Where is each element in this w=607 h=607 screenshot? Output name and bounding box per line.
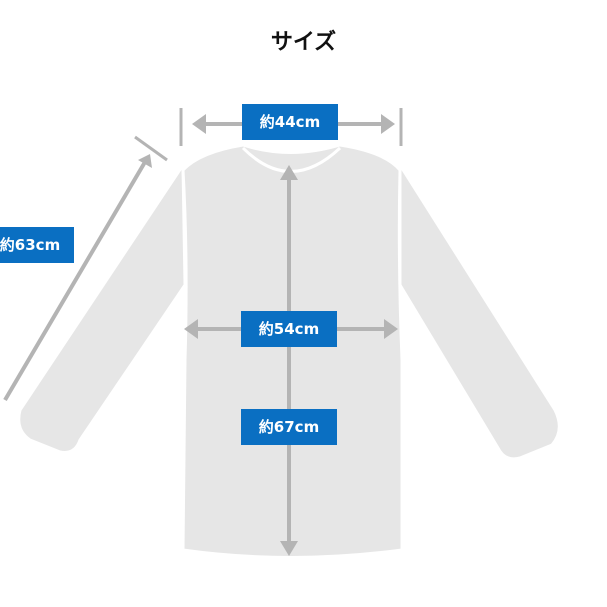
right-sleeve bbox=[398, 159, 561, 461]
sleeve-arrow bbox=[3, 160, 147, 402]
arrowhead bbox=[192, 114, 206, 134]
sleeve-length-label: 約63cm bbox=[0, 227, 74, 263]
left-sleeve bbox=[17, 160, 187, 454]
arrowhead bbox=[381, 114, 395, 134]
arrowhead bbox=[384, 319, 398, 339]
measurement-arrows bbox=[3, 108, 403, 556]
arrowhead bbox=[184, 319, 198, 339]
sleeve-tick bbox=[134, 135, 168, 162]
body-length-label: 約67cm bbox=[241, 409, 337, 445]
chest-width-label: 約54cm bbox=[241, 311, 337, 347]
arrowhead bbox=[280, 541, 298, 556]
arrowhead bbox=[138, 154, 152, 168]
sweater-silhouette bbox=[17, 143, 561, 559]
body bbox=[181, 143, 404, 559]
page-title: サイズ bbox=[270, 30, 337, 55]
arrowhead bbox=[280, 165, 298, 180]
shoulder-width-label: 約44cm bbox=[242, 104, 338, 140]
